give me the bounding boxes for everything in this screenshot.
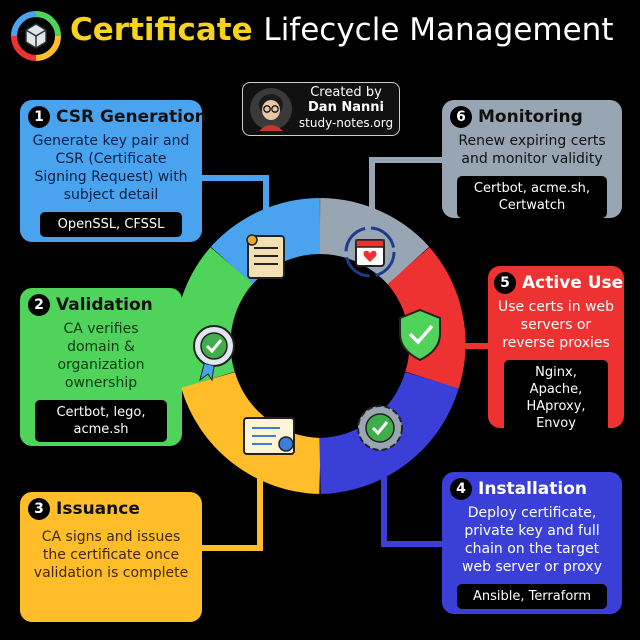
certificate-icon (243, 417, 295, 455)
step-description: Generate key pair and CSR (Certificate S… (32, 133, 190, 203)
step-card-csr-generation: 1 CSR Generation Generate key pair and C… (20, 100, 207, 242)
badge-check-icon (193, 325, 235, 382)
step-heading: 5 Active Use (494, 272, 623, 294)
step-card-installation: 4 Installation Deploy certificate, priva… (442, 472, 622, 614)
step-tools: Ansible, Terraform (457, 584, 607, 609)
step-number: 5 (494, 272, 516, 294)
author-site: study-notes.org (298, 116, 394, 130)
step-description: CA signs and issues the certificate once… (33, 529, 189, 581)
step-card-issuance: 3 Issuance CA signs and issues the certi… (20, 492, 202, 622)
credit-box: Created by Dan Nanni study-notes.org (242, 82, 400, 136)
step-title: Issuance (56, 499, 140, 519)
gear-check-icon (357, 405, 403, 451)
step-description: Use certs in web servers or reverse prox… (497, 299, 615, 351)
step-number: 2 (28, 294, 50, 316)
title-part2: Lifecycle Management (263, 12, 614, 48)
shield-check-icon (399, 308, 441, 362)
credit-label: Created by (310, 85, 382, 100)
title-part1: Certificate (70, 12, 253, 48)
step-description: CA verifies domain & organization owners… (57, 321, 145, 391)
step-heading: 3 Issuance (28, 498, 194, 520)
calendar-refresh-icon (344, 226, 396, 278)
cycle-logo-icon (11, 11, 61, 61)
step-title: Active Use (522, 273, 624, 293)
step-number: 3 (28, 498, 50, 520)
step-tools: Certbot, lego, acme.sh (35, 400, 167, 442)
step-card-validation: 2 Validation CA verifies domain & organi… (20, 288, 182, 446)
step-description: Renew expiring certs and monitor validit… (458, 133, 606, 167)
step-card-active-use: 5 Active Use Use certs in web servers or… (488, 266, 624, 436)
step-heading: 6 Monitoring (450, 106, 614, 128)
step-tools: Certbot, acme.sh, Certwatch (457, 176, 607, 218)
step-heading: 2 Validation (28, 294, 174, 316)
step-card-monitoring: 6 Monitoring Renew expiring certs and mo… (442, 100, 622, 218)
step-heading: 4 Installation (450, 478, 614, 500)
step-title: Installation (478, 479, 588, 499)
document-icon (246, 234, 285, 279)
ring-segment-monitoring (318, 198, 430, 285)
step-heading: 1 CSR Generation (28, 106, 207, 128)
step-number: 1 (28, 106, 50, 128)
step-tools: Nginx, Apache, HAproxy, Envoy (504, 360, 608, 436)
step-title: Validation (56, 295, 153, 315)
step-description: Deploy certificate, private key and full… (462, 505, 602, 575)
page-title: Certificate Lifecycle Management (70, 12, 613, 48)
author-name: Dan Nanni (308, 100, 384, 115)
step-number: 6 (450, 106, 472, 128)
step-number: 4 (450, 478, 472, 500)
step-tools: OpenSSL, CFSSL (40, 212, 182, 237)
avatar (250, 88, 292, 131)
step-title: Monitoring (478, 107, 583, 127)
step-title: CSR Generation (56, 107, 207, 127)
